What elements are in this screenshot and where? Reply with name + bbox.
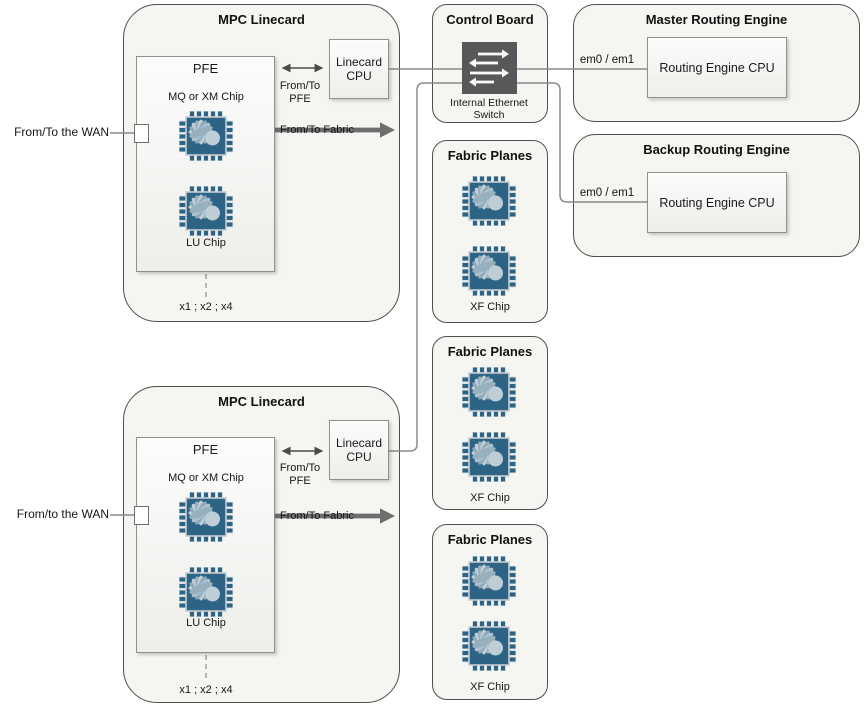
mpc-linecard-2-title: MPC Linecard [218,394,305,409]
mq-xm-chip-1-label: MQ or XM Chip [168,91,244,103]
fabric-link-label-2: From/To Fabric [280,510,354,522]
xf-chip-1a-icon [462,176,516,226]
linecard-1-cpu-label: Linecard CPU [335,55,383,83]
xf-chip-label-1: XF Chip [470,301,510,313]
mpc-linecard-1-title: MPC Linecard [218,12,305,27]
mq-xm-chip-1-icon [179,111,233,161]
xf-chip-1b-icon [462,246,516,296]
xf-chip-3a-icon [462,556,516,606]
lu-chip-2-icon [179,567,233,617]
fabric-planes-2-panel: Fabric Planes [432,336,548,510]
fabric-planes-3-panel: Fabric Planes [432,524,548,700]
master-re-cpu-box: Routing Engine CPU [647,37,787,98]
xf-chip-2a-icon [462,367,516,417]
pfe-link-label-2-line1: From/To [279,462,321,474]
master-routing-engine-title: Master Routing Engine [645,12,788,27]
linecard-2-cpu-label: Linecard CPU [335,436,383,464]
backup-routing-engine-title: Backup Routing Engine [643,142,790,157]
lu-chip-1-label: LU Chip [186,237,226,249]
wan-port-connector-1 [134,124,149,143]
lu-chip-2-label: LU Chip [186,617,226,629]
pfe-link-label-2: From/To PFE [276,462,324,488]
xf-chip-3b-icon [462,621,516,671]
master-re-cpu-label: Routing Engine CPU [659,60,775,75]
pfe-link-label-1-line1: From/To [279,80,321,92]
internal-ethernet-switch-label: Internal Ethernet Switch [429,97,549,121]
internal-ethernet-switch-label-line1: Internal Ethernet [450,97,528,109]
mq-xm-chip-2-label: MQ or XM Chip [168,472,244,484]
wan-label-2: From/to the WAN [16,507,109,521]
master-re-ports-label: em0 / em1 [579,54,635,66]
control-board-title: Control Board [446,12,534,27]
fabric-planes-1-title: Fabric Planes [447,148,533,163]
wan-port-connector-2 [134,506,149,525]
scale-label-2: x1 ; x2 ; x4 [179,684,233,696]
backup-re-ports-label: em0 / em1 [579,187,635,199]
linecard-1-cpu-box: Linecard CPU [329,39,389,99]
wan-label-1: From/To the WAN [14,125,109,139]
internal-ethernet-switch-label-line2: Switch [473,109,505,121]
pfe-1-label: PFE [192,61,219,76]
backup-re-cpu-label: Routing Engine CPU [659,195,775,210]
backup-re-cpu-box: Routing Engine CPU [647,172,787,233]
fabric-planes-3-title: Fabric Planes [447,532,533,547]
pfe-link-label-2-line2: PFE [289,475,311,487]
pfe-link-label-1: From/To PFE [276,80,324,106]
pfe-2-label: PFE [192,442,219,457]
xf-chip-label-3: XF Chip [470,681,510,693]
fabric-link-label-1: From/To Fabric [280,124,354,136]
pfe-2-box: PFE [136,437,275,653]
pfe-link-label-1-line2: PFE [289,93,311,105]
ethernet-switch-icon [462,42,517,94]
scale-label-1: x1 ; x2 ; x4 [179,301,233,313]
xf-chip-2b-icon [462,432,516,482]
mq-xm-chip-2-icon [179,492,233,542]
pfe-1-box: PFE [136,56,275,272]
lu-chip-1-icon [179,186,233,236]
xf-chip-label-2: XF Chip [470,492,510,504]
linecard-2-cpu-box: Linecard CPU [329,420,389,480]
fabric-planes-2-title: Fabric Planes [447,344,533,359]
